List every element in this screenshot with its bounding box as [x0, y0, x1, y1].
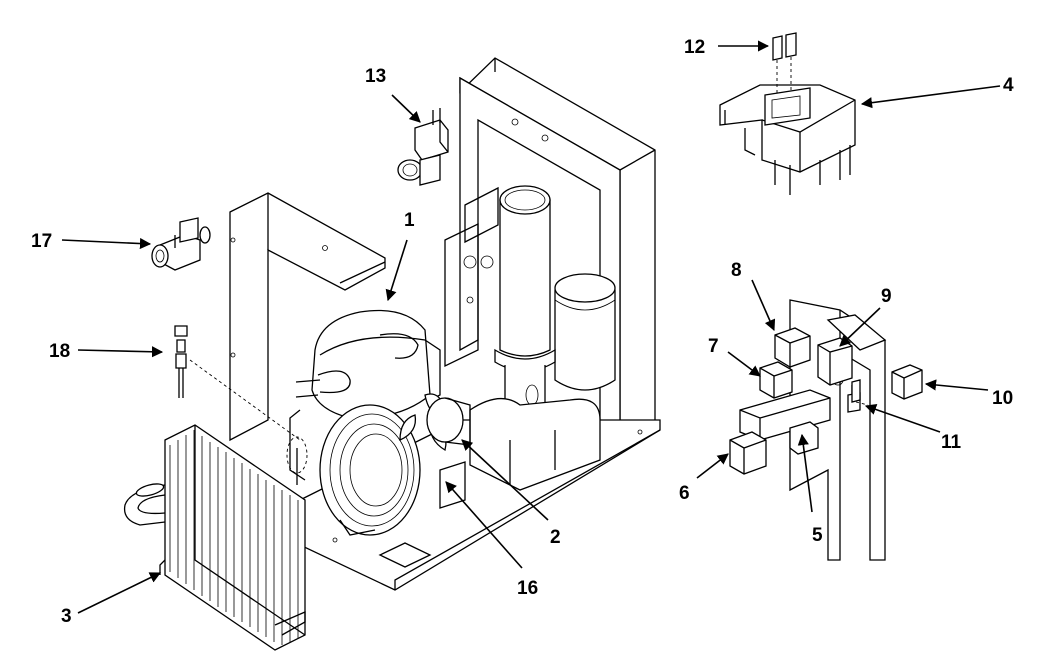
terminal-contacts — [772, 32, 797, 95]
relay-7 — [759, 361, 793, 399]
sensor-11 — [851, 379, 869, 406]
callout-5: 5 — [812, 525, 823, 546]
arrow-4 — [860, 85, 1001, 109]
callout-4: 4 — [1003, 75, 1014, 96]
control-box — [719, 84, 856, 195]
callout-16: 16 — [517, 578, 538, 599]
compressor — [289, 309, 441, 481]
callout-12: 12 — [684, 37, 705, 58]
relay-6 — [729, 431, 767, 475]
callout-10: 10 — [992, 388, 1013, 409]
evaporator-column — [469, 185, 601, 491]
callout-3: 3 — [61, 606, 72, 627]
callout-1: 1 — [404, 210, 415, 231]
inlet-fitting — [151, 217, 211, 271]
drier-fitting — [174, 325, 308, 485]
relay-8 — [774, 327, 811, 368]
callout-13: 13 — [365, 66, 386, 87]
arrow-9 — [839, 307, 881, 347]
arrow-5 — [797, 433, 813, 513]
callout-11: 11 — [941, 432, 962, 453]
callout-labels: 1 2 3 4 5 6 7 8 9 10 11 12 13 16 17 18 — [31, 37, 1014, 627]
callout-17: 17 — [31, 231, 52, 252]
callout-9: 9 — [881, 286, 892, 307]
callout-2: 2 — [550, 527, 561, 548]
callout-8: 8 — [731, 260, 742, 281]
fan-shroud — [319, 404, 421, 536]
callout-18: 18 — [49, 341, 70, 362]
component-9 — [817, 337, 853, 386]
arrow-7 — [727, 351, 761, 377]
arrow-2 — [461, 439, 549, 521]
storage-tank — [554, 273, 616, 391]
callout-6: 6 — [679, 483, 690, 504]
callout-7: 7 — [708, 336, 719, 357]
arrow-1 — [385, 239, 408, 302]
arrow-3 — [77, 572, 162, 614]
water-valve — [397, 108, 449, 186]
switch-10 — [891, 364, 923, 400]
arrow-11 — [864, 404, 941, 433]
arrow-18 — [77, 346, 164, 358]
arrow-16 — [445, 481, 523, 569]
arrow-10 — [924, 379, 989, 391]
leader-arrows — [61, 40, 1001, 614]
arrow-8 — [751, 279, 776, 332]
arrow-17 — [61, 237, 152, 250]
arrow-13 — [391, 94, 421, 123]
condenser — [123, 424, 306, 651]
arrow-6 — [696, 453, 729, 479]
